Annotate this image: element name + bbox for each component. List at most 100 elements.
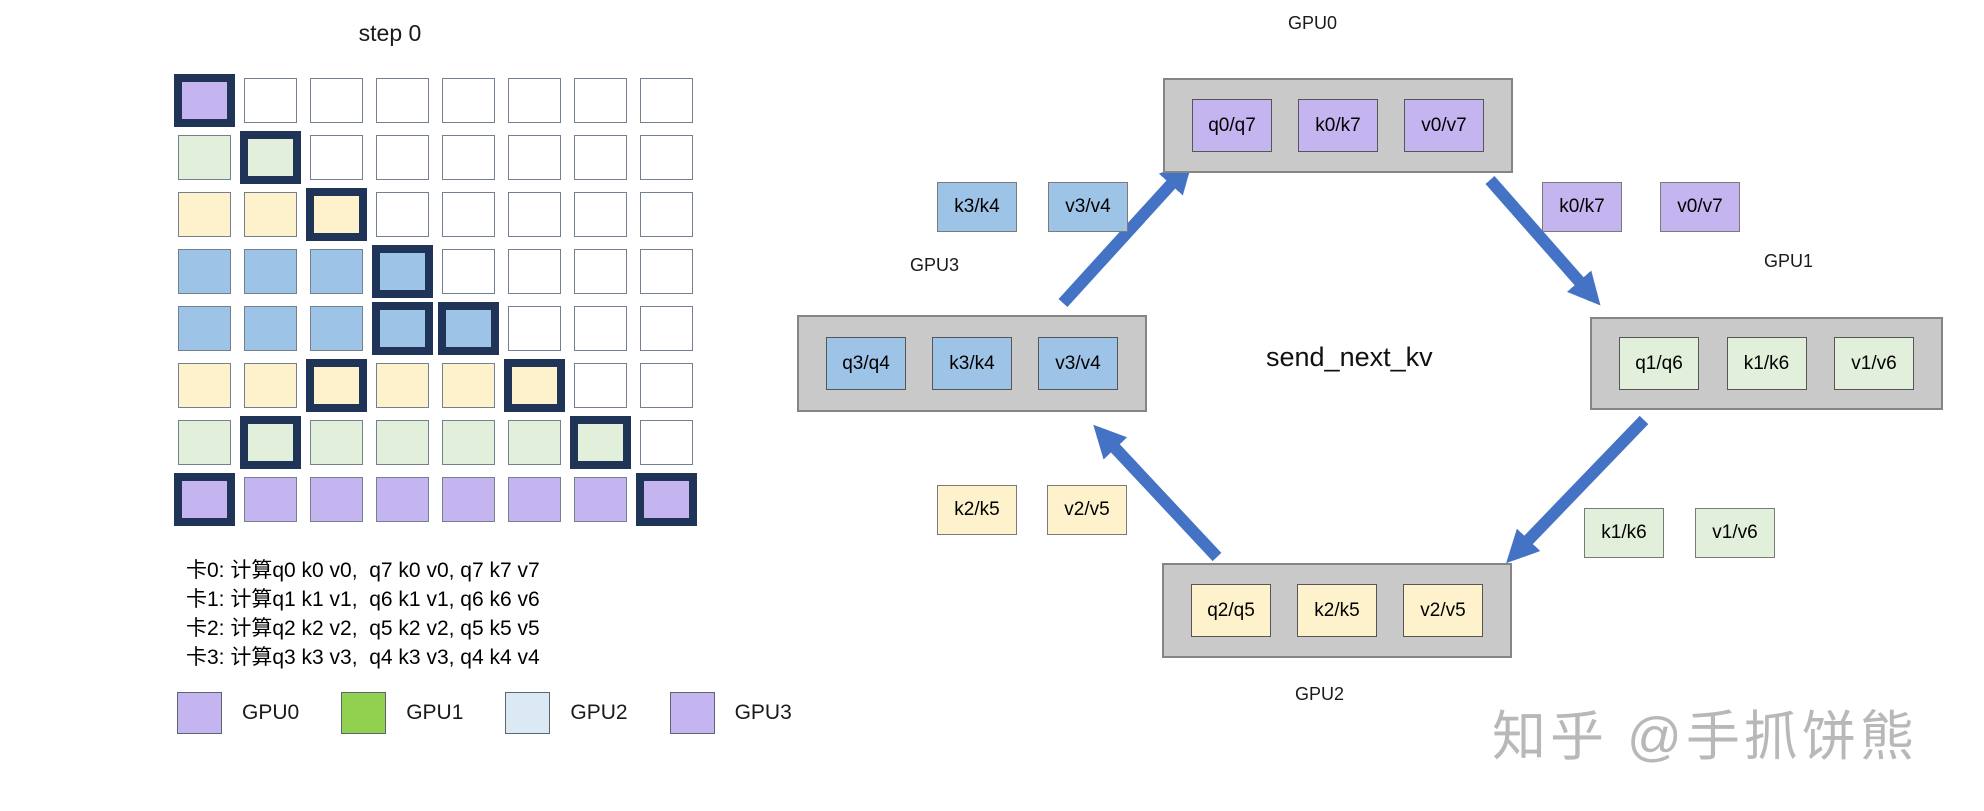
grid-cell-r1-c0 [178,135,231,180]
gpu1-chip-k: k1/k6 [1726,337,1807,390]
legend-label: GPU3 [734,701,792,724]
gpu0-chip-v: v0/v7 [1404,99,1484,152]
grid-cell-r3-c3 [376,249,429,294]
gpu1-chip-v: v1/v6 [1834,337,1914,390]
grid-cell-r6-c4 [442,420,495,465]
grid-cell-r7-c4 [442,477,495,522]
grid-cell-r3-c1 [244,249,297,294]
grid-cell-r2-c5 [508,192,561,237]
legend-item-gpu0: GPU0 [177,692,299,734]
grid-cell-r0-c7 [640,78,693,123]
grid-cell-r3-c5 [508,249,561,294]
grid-cell-r2-c7 [640,192,693,237]
grid-cell-r2-c6 [574,192,627,237]
grid-cell-r7-c1 [244,477,297,522]
grid-cell-r6-c0 [178,420,231,465]
inflight-k0k7: k0/k7 [1542,182,1622,232]
inflight-v1v6: v1/v6 [1695,508,1775,558]
grid-cell-r6-c3 [376,420,429,465]
grid-cell-r2-c4 [442,192,495,237]
grid-cell-r4-c5 [508,306,561,351]
gpu1-box: q1/q6 k1/k6 v1/v6 [1590,317,1943,410]
grid-cell-r5-c0 [178,363,231,408]
legend-item-gpu3: GPU3 [669,692,792,734]
legend-item-gpu2: GPU2 [505,692,628,734]
grid-cell-r3-c6 [574,249,627,294]
grid-cell-r0-c1 [244,78,297,123]
grid-cell-r2-c0 [178,192,231,237]
grid-cell-r3-c4 [442,249,495,294]
grid-cell-r1-c3 [376,135,429,180]
grid-cell-r5-c1 [244,363,297,408]
inflight-k3k4: k3/k4 [937,182,1017,232]
grid-cell-r5-c3 [376,363,429,408]
gpu0-chip-q: q0/q7 [1192,99,1272,152]
grid-cell-r2-c1 [244,192,297,237]
gpu0-label: GPU0 [1288,13,1338,33]
grid-cell-r0-c6 [574,78,627,123]
watermark: 知乎 @手抓饼熊 [1492,707,1918,767]
grid-cell-r0-c3 [376,78,429,123]
grid-cell-r7-c0 [178,477,231,522]
grid-cell-r6-c2 [310,420,363,465]
grid-cell-r2-c3 [376,192,429,237]
gpu3-chip-q: q3/q4 [826,337,906,390]
grid-cell-r7-c3 [376,477,429,522]
grid-cell-r7-c2 [310,477,363,522]
gpu2-box: q2/q5 k2/k5 v2/v5 [1162,563,1512,658]
grid-cell-r4-c3 [376,306,429,351]
grid-cell-r6-c6 [574,420,627,465]
legend-swatch-gpu2 [505,692,551,734]
inflight-v2v5: v2/v5 [1047,485,1127,535]
step-title: step 0 [358,20,422,46]
grid-cell-r1-c7 [640,135,693,180]
grid-cell-r0-c4 [442,78,495,123]
gpu2-chip-q: q2/q5 [1191,584,1271,637]
gpu2-label: GPU2 [1295,684,1345,704]
grid-cell-r4-c7 [640,306,693,351]
gpu3-box: q3/q4 k3/k4 v3/v4 [797,315,1147,412]
gpu2-chip-k: k2/k5 [1297,584,1377,637]
gpu3-chip-k: k3/k4 [932,337,1012,390]
grid-cell-r6-c5 [508,420,561,465]
gpu1-chip-q: q1/q6 [1619,337,1699,390]
grid-cell-r3-c0 [178,249,231,294]
legend-swatch-gpu1 [341,692,387,734]
note-line: 卡0: 计算q0 k0 v0, q7 k0 v0, q7 k7 v7 [186,559,540,582]
note-line: 卡3: 计算q3 k3 v3, q4 k3 v3, q4 k4 v4 [186,646,540,669]
grid-cell-r2-c2 [310,192,363,237]
gpu0-chip-k: k0/k7 [1298,99,1378,152]
notes: 卡0: 计算q0 k0 v0, q7 k0 v0, q7 k7 v7 卡1: 计算… [186,556,540,672]
legend-swatch-gpu3 [669,692,715,734]
grid-cell-r1-c5 [508,135,561,180]
grid-cell-r5-c7 [640,363,693,408]
inflight-v3v4: v3/v4 [1048,182,1128,232]
grid-cell-r6-c7 [640,420,693,465]
inflight-k1k6: k1/k6 [1584,508,1664,558]
grid-cell-r1-c6 [574,135,627,180]
grid-cell-r4-c2 [310,306,363,351]
note-line: 卡2: 计算q2 k2 v2, q5 k2 v2, q5 k5 v5 [186,617,540,640]
legend-label: GPU2 [570,701,628,724]
grid-cell-r7-c6 [574,477,627,522]
grid-cell-r4-c0 [178,306,231,351]
grid-cell-r0-c0 [178,78,231,123]
gpu0-box: q0/q7 k0/k7 v0/v7 [1163,78,1513,173]
gpu3-label: GPU3 [910,255,960,275]
grid-cell-r6-c1 [244,420,297,465]
attention-grid [178,78,693,522]
grid-cell-r7-c7 [640,477,693,522]
grid-cell-r3-c2 [310,249,363,294]
gpu2-chip-v: v2/v5 [1403,584,1483,637]
note-line: 卡1: 计算q1 k1 v1, q6 k1 v1, q6 k6 v6 [186,588,540,611]
grid-cell-r5-c5 [508,363,561,408]
grid-cell-r0-c2 [310,78,363,123]
inflight-k2k5: k2/k5 [937,485,1017,535]
grid-cell-r1-c2 [310,135,363,180]
gpu3-chip-v: v3/v4 [1038,337,1118,390]
grid-cell-r4-c1 [244,306,297,351]
legend-label: GPU0 [242,701,300,724]
send-next-kv-label: send_next_kv [1266,342,1433,372]
